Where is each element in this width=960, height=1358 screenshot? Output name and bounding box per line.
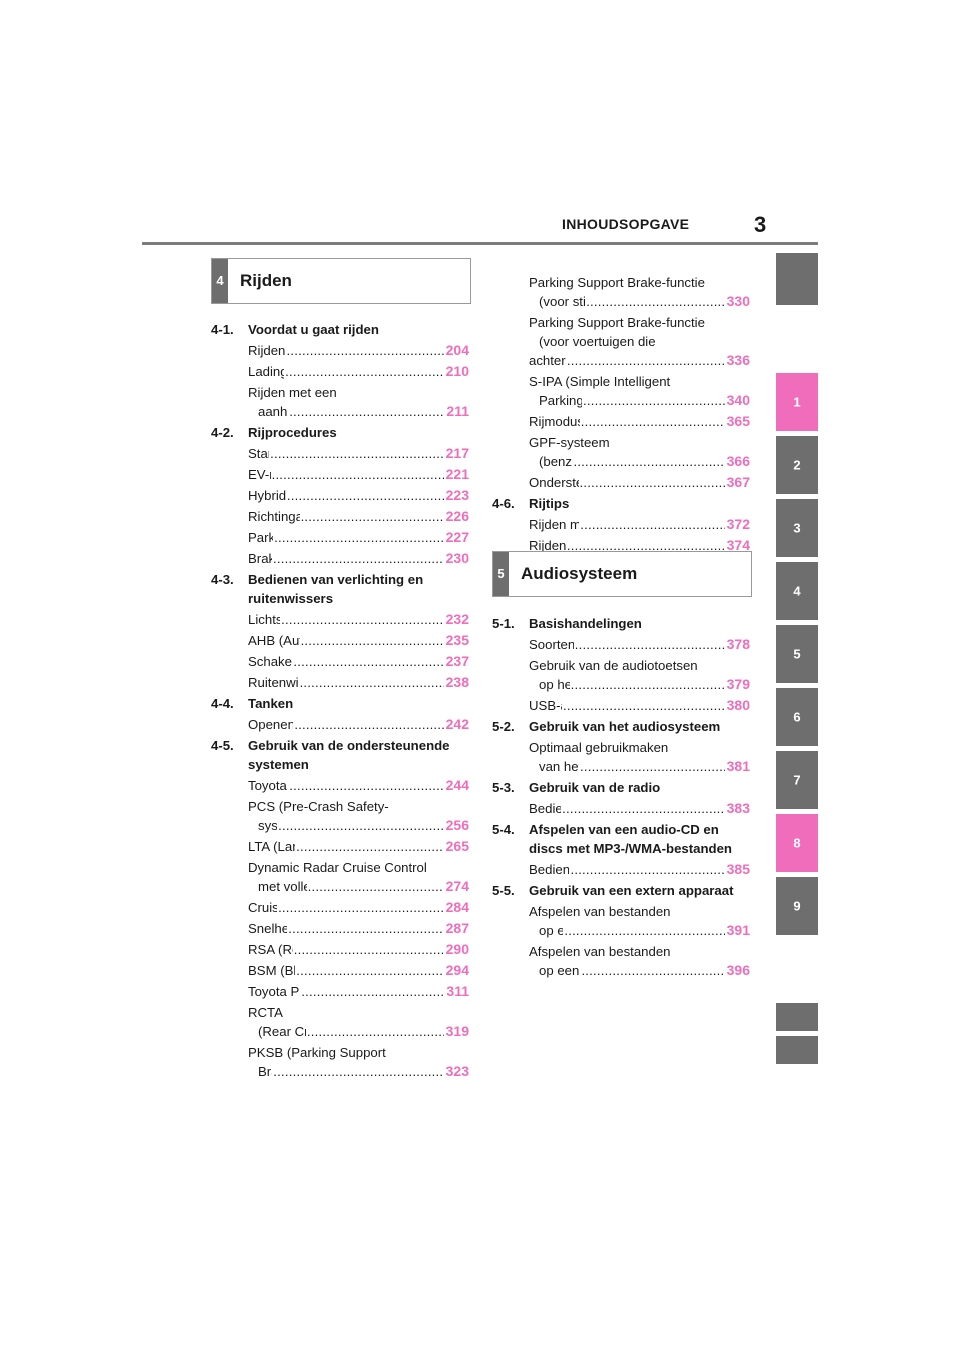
chapter-tab-2[interactable]: 2: [776, 436, 818, 494]
page-number: 3: [754, 212, 767, 237]
toc-group-header: 5-1.Basishandelingen: [492, 616, 642, 631]
toc-entry[interactable]: Parkeerrem227: [248, 528, 469, 547]
toc-entry[interactable]: USB-aansluiting380: [529, 696, 750, 715]
toc-entry[interactable]: Schakelaar mistlampen237: [248, 652, 469, 671]
chapter-tab-6[interactable]: 6: [776, 688, 818, 746]
toc-entry[interactable]: Snelheidsbegrenzer287: [248, 919, 469, 938]
chapter-tab-3[interactable]: 3: [776, 499, 818, 557]
toc-group-header: 4-6.Rijtips: [492, 496, 570, 511]
section-heading-audiosysteem: 5 Audiosysteem: [492, 551, 752, 597]
toc-entry[interactable]: EV-modus221: [248, 465, 469, 484]
chapter-tabs: 1 2 3 4 5 6 7 8 9: [776, 0, 818, 1358]
page-header-title: INHOUDSOPGAVE: [562, 216, 690, 232]
section-heading-rijden: 4 Rijden: [211, 258, 471, 304]
toc-right-column-audio: 5-1.Basishandelingen Soorten audiosystem…: [492, 614, 750, 982]
toc-group-header: 4-1.Voordat u gaat rijden: [211, 322, 379, 337]
toc-entry[interactable]: AHB (Automatic High Beam)235: [248, 631, 469, 650]
toc-entry[interactable]: Startknop217: [248, 444, 469, 463]
chapter-tab-index-a[interactable]: [776, 1003, 818, 1031]
section-number: 4: [212, 259, 228, 303]
toc-left-column: 4-1.Voordat u gaat rijden Rijden met de …: [211, 320, 469, 1083]
toc-entry[interactable]: Rijden met eenaanhangwagen211: [248, 383, 469, 421]
toc-entry[interactable]: Soorten audiosystemen378: [529, 635, 750, 654]
toc-entry[interactable]: Lichtschakelaar232: [248, 610, 469, 629]
section-title: Rijden: [240, 271, 292, 290]
toc-group-header: 5-5.Gebruik van een extern apparaat: [492, 883, 734, 898]
toc-entry[interactable]: BSM (Blind Spot Monitor)294: [248, 961, 469, 980]
toc-group-header: 5-3.Gebruik van de radio: [492, 780, 661, 795]
toc-entry[interactable]: Toyota Safety Sense244: [248, 776, 469, 795]
toc-group-header: 4-4.Tanken: [211, 696, 294, 711]
toc-group-header: 4-2.Rijprocedures: [211, 425, 337, 440]
toc-entry[interactable]: Cruise control284: [248, 898, 469, 917]
toc-entry[interactable]: Bediening CD-speler385: [529, 860, 750, 879]
toc-entry[interactable]: Brake Hold230: [248, 549, 469, 568]
toc-entry[interactable]: Rijden in de winter374: [529, 536, 750, 555]
toc-entry[interactable]: LTA (Lane Tracing Assist)265: [248, 837, 469, 856]
chapter-tab-8[interactable]: 8: [776, 814, 818, 872]
toc-entry[interactable]: Ruitenwissers en -sproeiers238: [248, 673, 469, 692]
chapter-tab-7[interactable]: 7: [776, 751, 818, 809]
toc-entry[interactable]: RSA (Road Sign Assist)290: [248, 940, 469, 959]
toc-right-column: Parking Support Brake-functie(voor stils…: [492, 273, 750, 557]
toc-entry[interactable]: Rijmodusselectieschakelaar365: [529, 412, 750, 431]
toc-entry[interactable]: Openen van de tankdop242: [248, 715, 469, 734]
chapter-tab-1[interactable]: 1: [776, 373, 818, 431]
section-title: Audiosysteem: [521, 564, 638, 583]
toc-entry[interactable]: Rijden met een hybrideauto372: [529, 515, 750, 534]
chapter-tab-5[interactable]: 5: [776, 625, 818, 683]
chapter-tab-blank-top[interactable]: [776, 253, 818, 305]
toc-entry[interactable]: RCTA(Rear Crossing Traffic Alert)319: [248, 1003, 469, 1041]
toc-entry[interactable]: Bediening radio383: [529, 799, 750, 818]
chapter-tab-4[interactable]: 4: [776, 562, 818, 620]
chapter-tab-index-b[interactable]: [776, 1036, 818, 1064]
chapter-tab-9[interactable]: 9: [776, 877, 818, 935]
toc-entry[interactable]: PCS (Pre-Crash Safety-systeem)256: [248, 797, 469, 835]
section-number: 5: [493, 552, 509, 596]
toc-entry[interactable]: Ondersteunende systemen367: [529, 473, 750, 492]
toc-group-header: 5-2.Gebruik van het audiosysteem: [492, 719, 721, 734]
toc-entry[interactable]: Lading en bagage210: [248, 362, 469, 381]
toc-entry[interactable]: Toyota Parking Assist-sensor311: [248, 982, 469, 1001]
toc-entry[interactable]: Parking Support Brake-functie(voor stils…: [529, 273, 750, 311]
header-rule: [142, 242, 818, 245]
toc-entry[interactable]: GPF-systeem(benzineroetfilter)366: [529, 433, 750, 471]
toc-entry[interactable]: Hybridetransmissie223: [248, 486, 469, 505]
toc-entry[interactable]: Rijden met de auto204: [248, 341, 469, 360]
toc-entry[interactable]: Richtingaanwijzerschakelaar226: [248, 507, 469, 526]
toc-entry[interactable]: Parking Support Brake-functie(voor voert…: [529, 313, 750, 370]
